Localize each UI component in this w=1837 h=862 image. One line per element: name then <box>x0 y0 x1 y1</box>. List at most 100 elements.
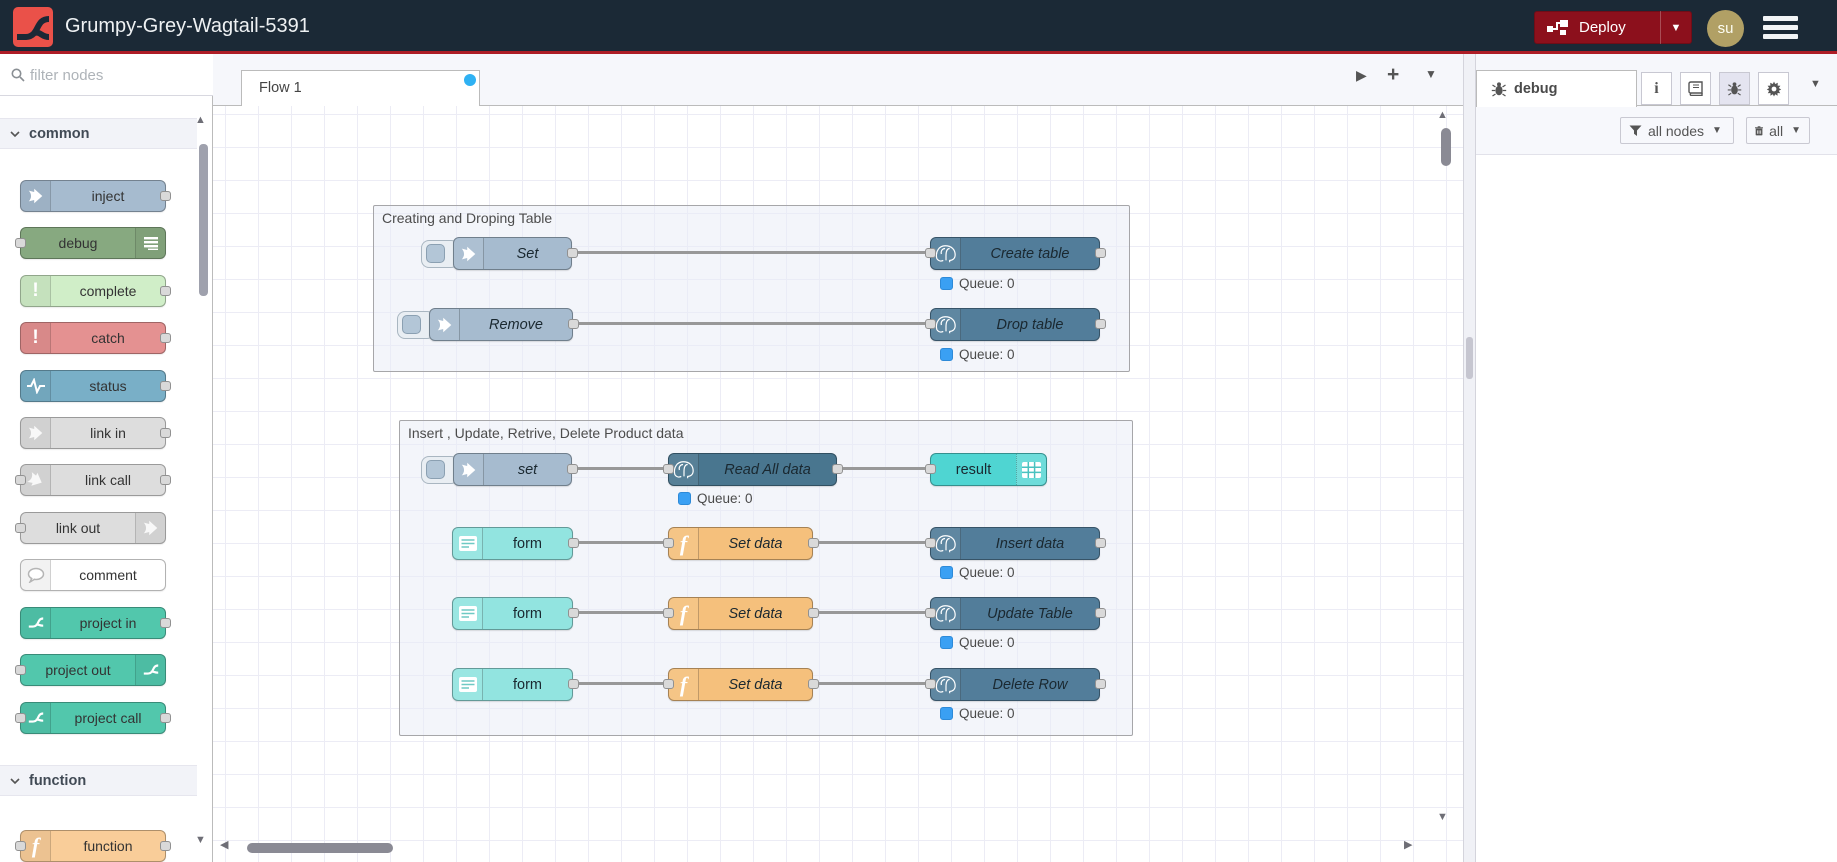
wire[interactable] <box>577 322 932 325</box>
port[interactable] <box>663 679 674 689</box>
port[interactable] <box>160 841 171 851</box>
palette-node-catch[interactable]: ! catch <box>20 322 166 354</box>
canvas-scroll-up-icon[interactable]: ▲ <box>1437 109 1448 121</box>
port[interactable] <box>568 319 579 329</box>
sidebar-menu-caret-icon[interactable]: ▼ <box>1810 78 1821 90</box>
port[interactable] <box>925 464 936 474</box>
debug-sidebar-button[interactable] <box>1719 72 1750 105</box>
port[interactable] <box>160 428 171 438</box>
port[interactable] <box>663 538 674 548</box>
port[interactable] <box>15 238 26 248</box>
canvas-scroll-down-icon[interactable]: ▼ <box>1437 811 1448 823</box>
port[interactable] <box>15 665 26 675</box>
canvas-hscrollbar-thumb[interactable] <box>247 843 393 853</box>
wire[interactable] <box>576 251 932 254</box>
port[interactable] <box>808 679 819 689</box>
port[interactable] <box>568 538 579 548</box>
port[interactable] <box>160 618 171 628</box>
wire[interactable] <box>839 467 932 470</box>
debug-filter-button[interactable]: all nodes ▼ <box>1620 117 1734 144</box>
port[interactable] <box>925 608 936 618</box>
flow-node-set-inject-2[interactable]: set <box>453 453 572 486</box>
add-flow-icon[interactable]: + <box>1387 63 1400 86</box>
palette-node-debug[interactable]: debug <box>20 227 166 259</box>
tab-debug[interactable]: debug <box>1476 70 1637 107</box>
palette-node-link-in[interactable]: link in <box>20 417 166 449</box>
flow-list-caret-icon[interactable]: ▼ <box>1425 67 1437 81</box>
deploy-button[interactable]: Deploy ▼ <box>1534 11 1692 44</box>
palette-scrollbar-thumb[interactable] <box>199 144 208 296</box>
inject-trigger-button[interactable] <box>426 244 445 263</box>
flow-node-form-3[interactable]: form <box>452 668 573 701</box>
palette-category-common[interactable]: common <box>0 118 197 149</box>
palette-node-complete[interactable]: ! complete <box>20 275 166 307</box>
port[interactable] <box>1095 319 1106 329</box>
flow-node-remove-inject[interactable]: Remove <box>429 308 573 341</box>
user-avatar[interactable]: su <box>1707 10 1744 47</box>
port[interactable] <box>15 713 26 723</box>
flow-node-read-all-data[interactable]: Read All data <box>668 453 837 486</box>
sidebar-splitter[interactable] <box>1463 54 1476 862</box>
port[interactable] <box>15 475 26 485</box>
port[interactable] <box>160 713 171 723</box>
wire[interactable] <box>577 541 666 544</box>
palette-node-link-call[interactable]: link call <box>20 464 166 496</box>
tab-flow-1[interactable]: Flow 1 <box>241 70 480 106</box>
wire[interactable] <box>816 541 932 544</box>
port[interactable] <box>925 679 936 689</box>
flow-node-drop-table[interactable]: Drop table <box>930 308 1100 341</box>
port[interactable] <box>925 538 936 548</box>
port[interactable] <box>1095 679 1106 689</box>
port[interactable] <box>15 523 26 533</box>
palette-node-function[interactable]: f function <box>20 830 166 862</box>
port[interactable] <box>160 191 171 201</box>
flow-node-set-data-1[interactable]: f Set data <box>668 527 813 560</box>
wire[interactable] <box>577 611 666 614</box>
port[interactable] <box>1095 538 1106 548</box>
scroll-down-icon[interactable]: ▼ <box>195 834 206 846</box>
flow-node-set-inject[interactable]: Set <box>453 237 572 270</box>
palette-node-project-in[interactable]: project in <box>20 607 166 639</box>
port[interactable] <box>663 464 674 474</box>
palette-node-project-out[interactable]: project out <box>20 654 166 686</box>
splitter-grip[interactable] <box>1466 337 1473 379</box>
port[interactable] <box>1095 608 1106 618</box>
help-sidebar-button[interactable] <box>1680 72 1711 105</box>
group-create-drop-table[interactable] <box>373 205 1130 372</box>
port[interactable] <box>567 464 578 474</box>
palette-node-link-out[interactable]: link out <box>20 512 166 544</box>
inject-trigger-button[interactable] <box>402 315 421 334</box>
port[interactable] <box>663 608 674 618</box>
scroll-up-icon[interactable]: ▲ <box>195 114 206 126</box>
flow-node-set-data-2[interactable]: f Set data <box>668 597 813 630</box>
port[interactable] <box>15 841 26 851</box>
port[interactable] <box>832 464 843 474</box>
flow-node-delete-row[interactable]: Delete Row <box>930 668 1100 701</box>
port[interactable] <box>925 319 936 329</box>
canvas-vscrollbar-thumb[interactable] <box>1441 128 1451 166</box>
wire[interactable] <box>816 611 932 614</box>
wire[interactable] <box>576 467 666 470</box>
palette-node-project-call[interactable]: project call <box>20 702 166 734</box>
port[interactable] <box>808 608 819 618</box>
flow-node-create-table[interactable]: Create table <box>930 237 1100 270</box>
main-menu-icon[interactable] <box>1763 16 1798 39</box>
flow-node-form-1[interactable]: form <box>452 527 573 560</box>
deploy-options-caret-icon[interactable]: ▼ <box>1670 21 1682 34</box>
port[interactable] <box>160 381 171 391</box>
palette-node-status[interactable]: status <box>20 370 166 402</box>
palette-category-function[interactable]: function <box>0 765 197 796</box>
info-sidebar-button[interactable]: i <box>1641 72 1672 105</box>
flow-node-result-table[interactable]: result <box>930 453 1047 486</box>
port[interactable] <box>925 248 936 258</box>
wire[interactable] <box>816 682 932 685</box>
inject-trigger-button[interactable] <box>426 460 445 479</box>
port[interactable] <box>568 608 579 618</box>
wire[interactable] <box>577 682 666 685</box>
canvas-scroll-right-icon[interactable]: ▶ <box>1404 839 1413 851</box>
port[interactable] <box>808 538 819 548</box>
palette-node-inject[interactable]: inject <box>20 180 166 212</box>
port[interactable] <box>160 286 171 296</box>
flow-node-form-2[interactable]: form <box>452 597 573 630</box>
flow-node-set-data-3[interactable]: f Set data <box>668 668 813 701</box>
